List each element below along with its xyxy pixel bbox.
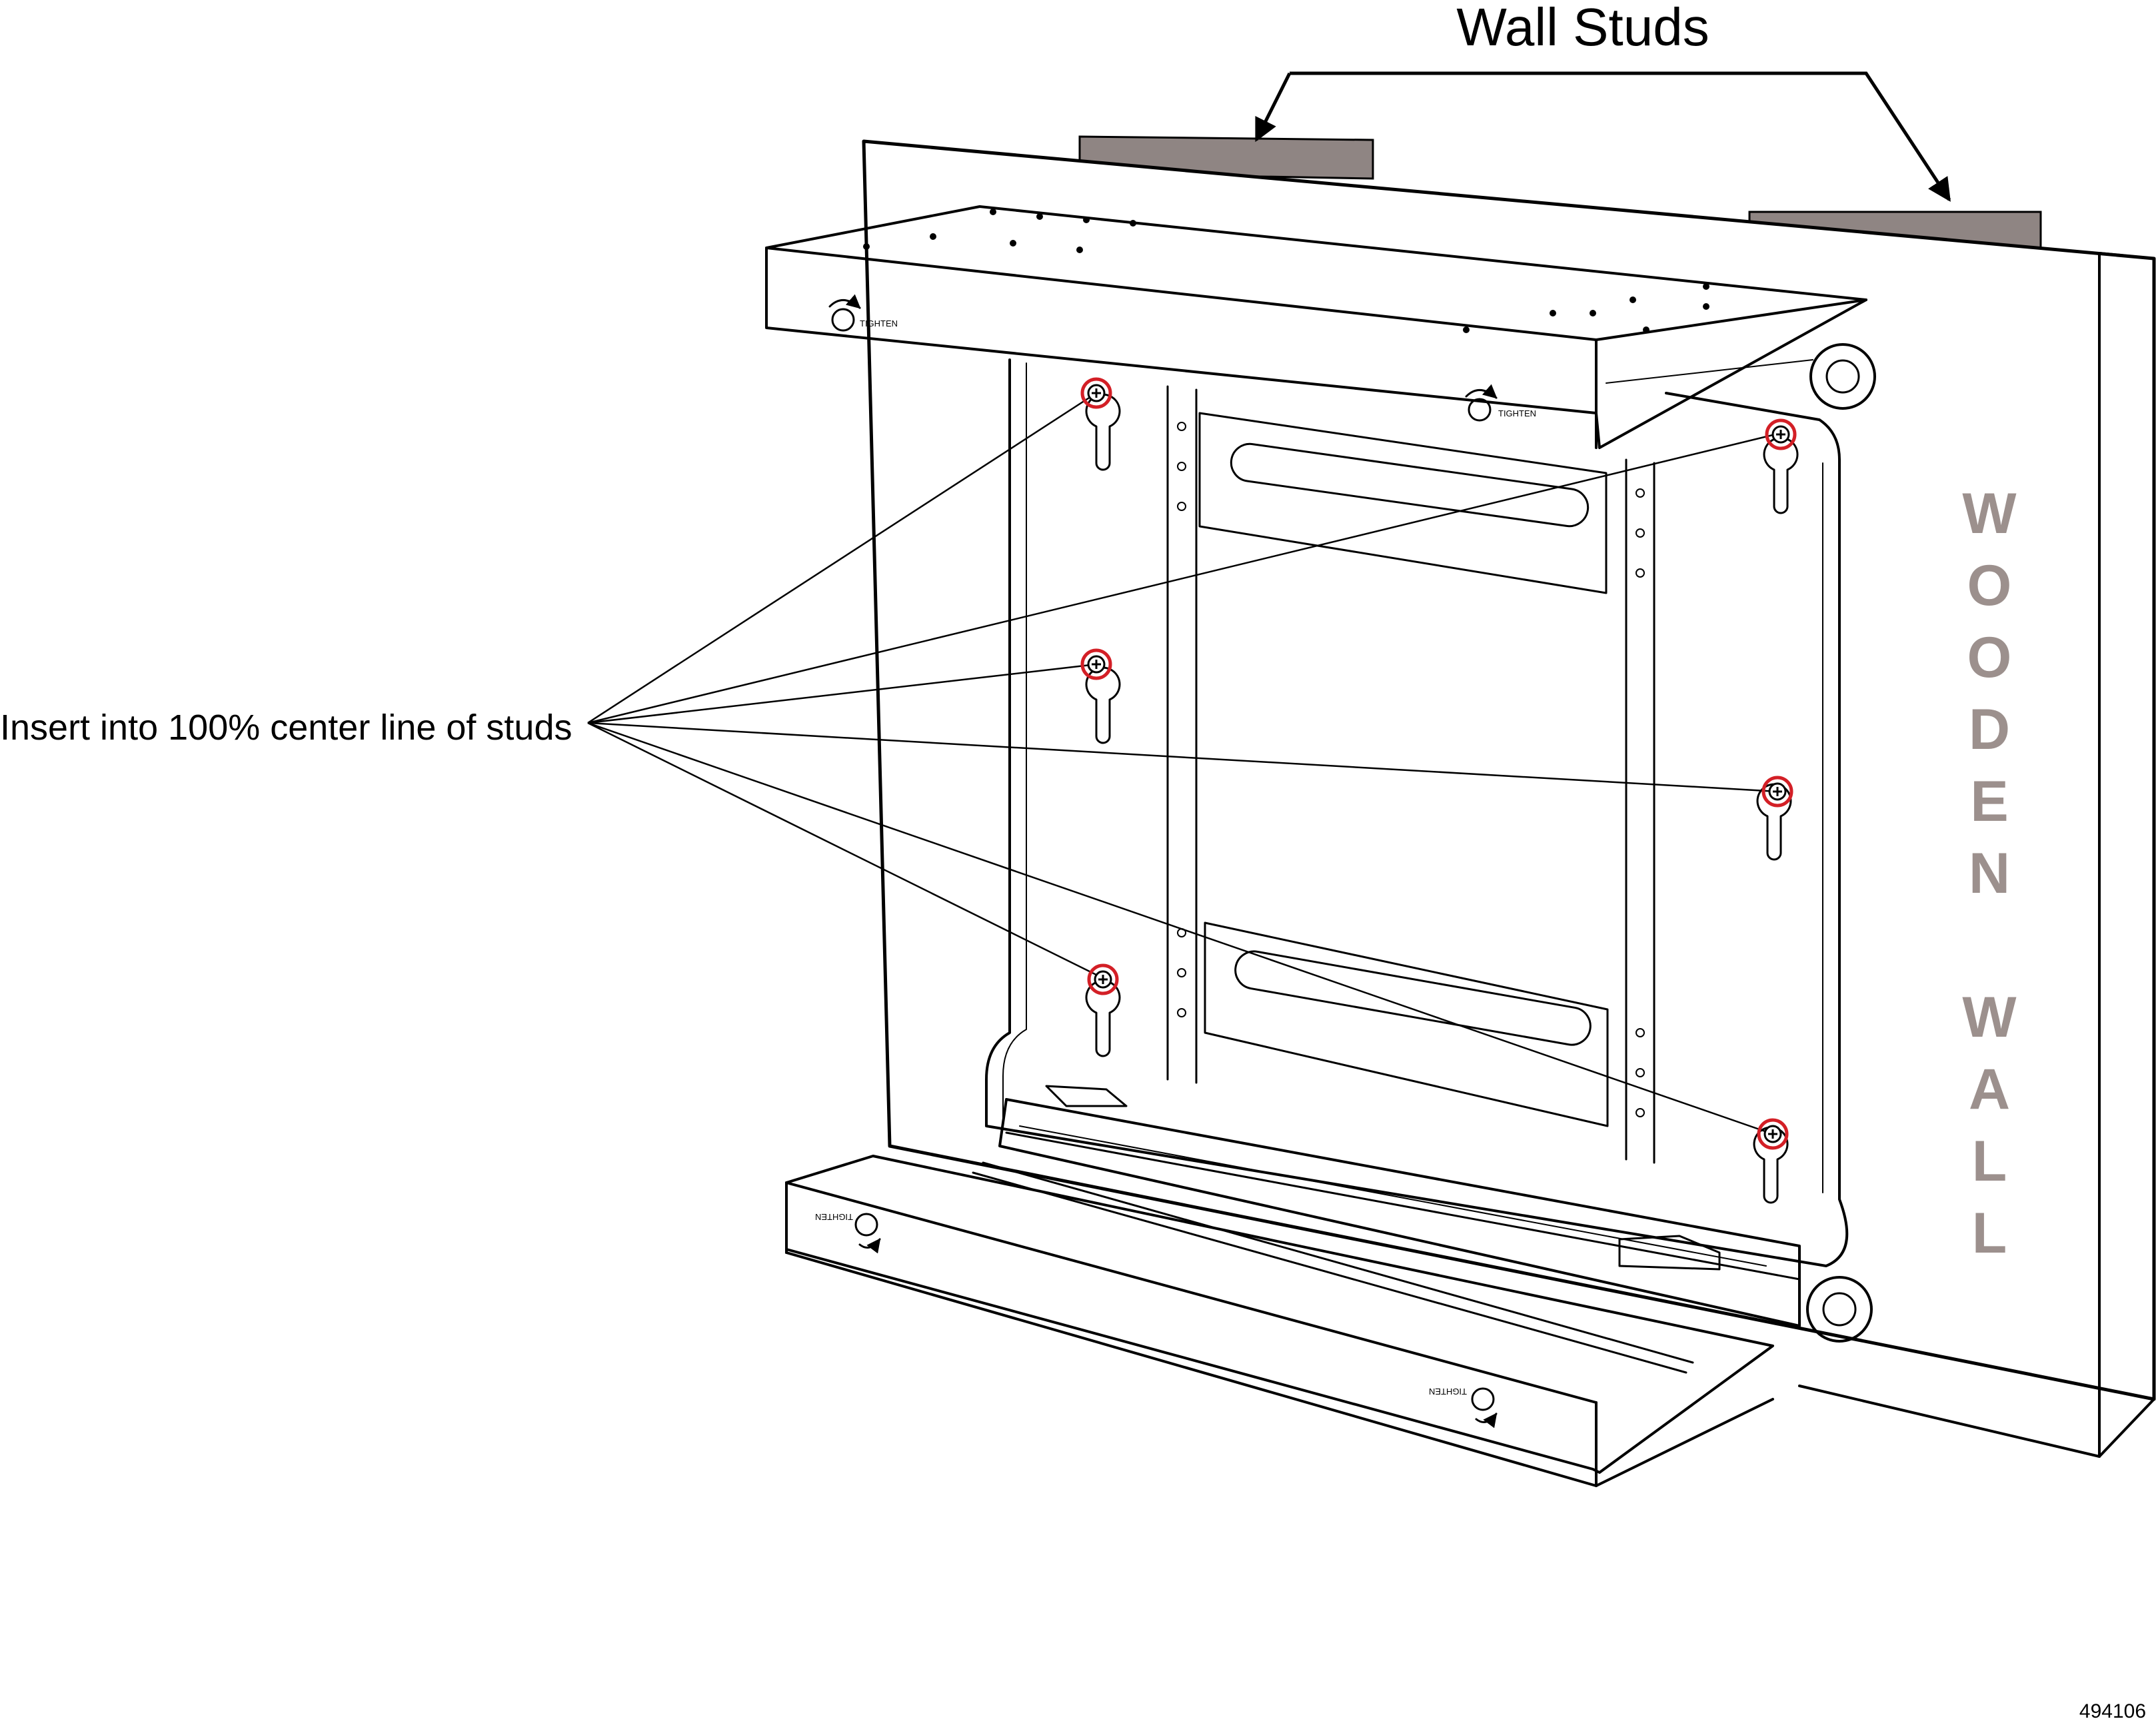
arrow-icon <box>1290 71 1951 202</box>
keyhole-slot-icon <box>1763 436 1799 514</box>
wooden-wall-letter: O <box>1967 554 2012 618</box>
wooden-wall-letter: A <box>1969 1057 2010 1121</box>
top-bracket: TIGHTEN TIGHTEN <box>765 205 1867 449</box>
keyhole-slot-icon <box>1085 979 1121 1057</box>
wooden-wall-letter: N <box>1969 842 2010 905</box>
screws <box>1080 377 1797 1150</box>
screw-icon <box>1761 776 1793 808</box>
tighten-label-bottom-right: TIGHTEN <box>1429 1387 1467 1397</box>
keyhole-slot-icon <box>1085 666 1121 744</box>
bottom-bracket: TIGHTEN TIGHTEN <box>785 1085 1801 1487</box>
insert-instruction-label: Insert into 100% center line of studs <box>0 708 572 748</box>
screw-icon <box>1757 1118 1789 1150</box>
wooden-wall-letter: L <box>1972 1129 2007 1193</box>
wall-studs-callout: Wall Studs <box>1254 0 1951 202</box>
leader-lines <box>587 392 1781 1135</box>
screw-icon <box>1080 648 1112 680</box>
tighten-label-bottom-left: TIGHTEN <box>815 1212 853 1222</box>
wall-studs-label: Wall Studs <box>1456 0 1709 57</box>
wooden-wall-letter: L <box>1972 1201 2007 1265</box>
tighten-icon-top-left <box>828 294 861 332</box>
figure-number: 494106 <box>2079 1700 2146 1722</box>
keyhole-slot-icon <box>1085 393 1121 471</box>
mount-frame <box>985 343 1876 1343</box>
wooden-wall-letter: D <box>1969 698 2010 762</box>
wooden-wall-letter: W <box>1962 985 2017 1049</box>
screw-icon <box>1765 418 1797 450</box>
tighten-icon-bottom-right <box>1471 1387 1498 1429</box>
wooden-wall-letter: W <box>1962 482 2017 546</box>
arrow-icon <box>1254 72 1292 143</box>
tighten-icon-top-right <box>1465 384 1498 422</box>
tighten-label-top-left: TIGHTEN <box>860 318 898 328</box>
screw-icon <box>1087 963 1119 995</box>
tighten-icon-bottom-left <box>854 1213 881 1254</box>
wooden-wall-letter: E <box>1970 770 2008 834</box>
wooden-wall <box>862 139 2156 1458</box>
wooden-wall-letter: O <box>1967 626 2012 690</box>
tighten-label-top-right: TIGHTEN <box>1498 408 1536 418</box>
screw-icon <box>1080 377 1112 409</box>
